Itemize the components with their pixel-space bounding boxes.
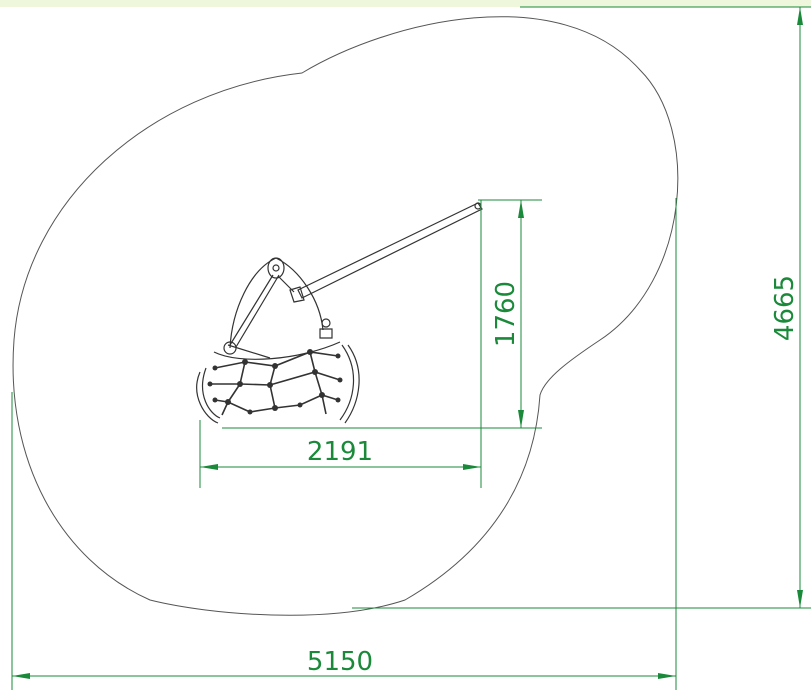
- beam-clamp: [289, 286, 305, 303]
- top-pivot-bolt: [272, 264, 280, 272]
- right-hook: [321, 318, 331, 328]
- top-pivot: [267, 257, 285, 279]
- safety-zone-outline: [12, 16, 679, 616]
- dim-overall-depth: [352, 6, 811, 609]
- top-beam: [297, 202, 483, 299]
- right-bracket: [319, 328, 333, 339]
- equipment-height-label: 1760: [491, 281, 521, 347]
- chain-right: [227, 275, 295, 359]
- equipment-width-label: 2191: [307, 437, 373, 467]
- chain-joint: [223, 341, 237, 355]
- dim-equipment-width: [199, 200, 482, 488]
- nest-top-rim: [213, 341, 341, 360]
- dim-equipment-height: [222, 199, 542, 429]
- chain-left: [229, 274, 280, 348]
- nest-outer-ring: [196, 344, 360, 424]
- dimension-lines: [11, 6, 811, 690]
- swing-equipment: [196, 202, 483, 424]
- top-strip: [0, 0, 811, 7]
- overall-depth-label: 4665: [770, 275, 800, 341]
- overall-width-label: 5150: [307, 647, 373, 677]
- net-joints: [207, 349, 343, 415]
